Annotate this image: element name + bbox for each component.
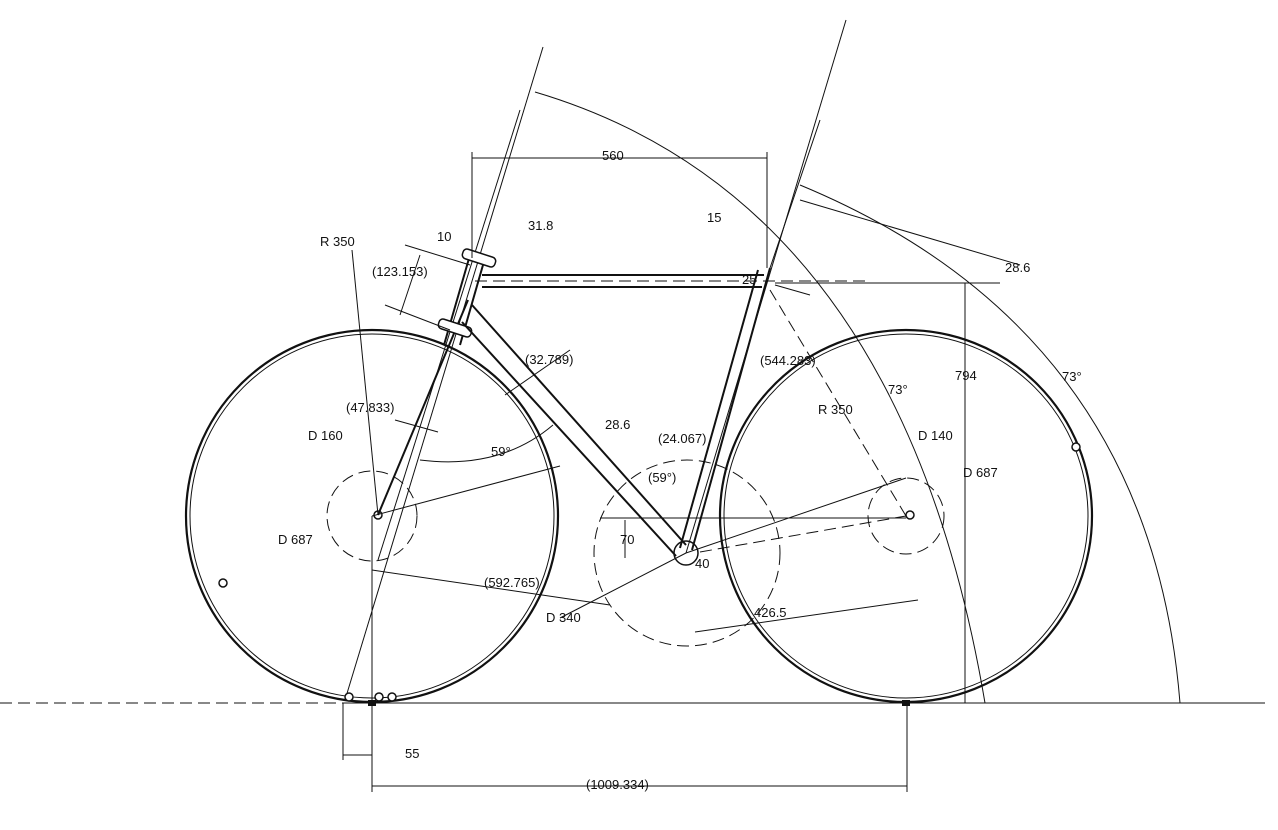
label-fork-rake: (47.833) <box>346 400 394 415</box>
label-front-center: (592.765) <box>484 575 540 590</box>
label-front-hub-dia: D 160 <box>308 428 343 443</box>
label-wheelbase: (1009.334) <box>586 777 649 792</box>
label-top-tube-diameter: 25 <box>742 272 756 287</box>
seat-angle-arc <box>534 91 986 704</box>
label-front-wheel-dia: D 687 <box>278 532 313 547</box>
label-head-tube-diameter: 31.8 <box>528 218 553 233</box>
label-seat-tube-length: (544.283) <box>760 353 816 368</box>
fork <box>344 46 544 703</box>
label-head-offset: 10 <box>437 229 451 244</box>
dimension-labels: 560 31.8 10 (123.153) R 350 15 25 28.6 (… <box>278 148 1082 792</box>
label-top-tube-offset: 15 <box>707 210 721 225</box>
label-trail: 55 <box>405 746 419 761</box>
label-chainring-dia: D 340 <box>546 610 581 625</box>
seat-tube <box>679 19 847 554</box>
down-tube <box>461 304 687 557</box>
label-bb-dia: 40 <box>695 556 709 571</box>
label-top-tube-length: 560 <box>602 148 624 163</box>
label-bb-drop: 70 <box>620 532 634 547</box>
label-fork-radius: R 350 <box>320 234 355 249</box>
dimension-lines <box>342 152 1021 792</box>
head-angle-arc <box>419 424 554 463</box>
label-stack: 794 <box>955 368 977 383</box>
label-down-tube-offset: (32.789) <box>525 352 573 367</box>
label-head-angle: 59° <box>491 444 511 459</box>
label-down-tube-dia: 28.6 <box>605 417 630 432</box>
label-head-tube-length: (123.153) <box>372 264 428 279</box>
label-rear-hub-dia: D 140 <box>918 428 953 443</box>
stays <box>371 289 907 619</box>
seat-angle-outer-arc <box>799 184 1181 704</box>
top-tube <box>475 274 870 288</box>
label-seat-dt-angle: (59°) <box>648 470 676 485</box>
label-chainstay: 426.5 <box>754 605 787 620</box>
label-rear-fork-radius: R 350 <box>818 402 853 417</box>
ground-markers <box>344 692 910 706</box>
label-seat-angle: 73° <box>888 382 908 397</box>
label-seat-offset: (24.067) <box>658 431 706 446</box>
label-seat-angle-line: 28.6 <box>1005 260 1030 275</box>
label-seat-angle-outer: 73° <box>1062 369 1082 384</box>
label-rear-wheel-dia: D 687 <box>963 465 998 480</box>
